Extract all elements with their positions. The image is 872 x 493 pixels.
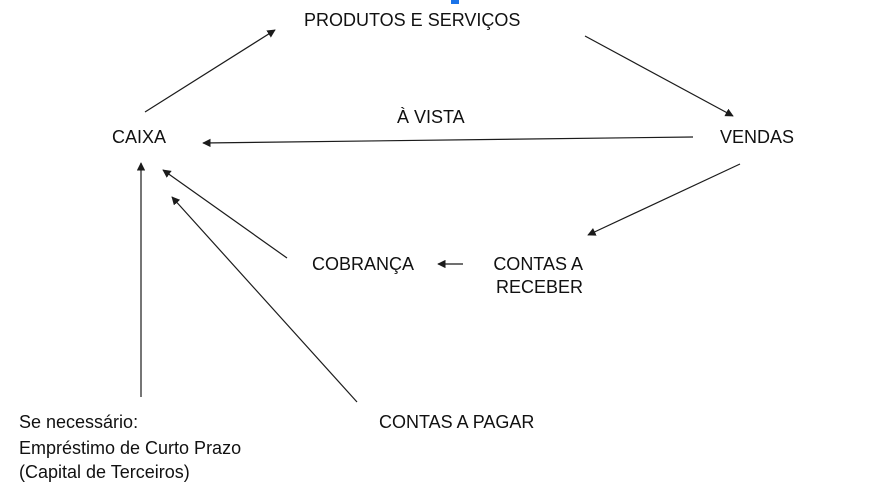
node-contas-a-receber: CONTAS A RECEBER (397, 253, 583, 299)
arrow-contas-pagar-to-caixa (172, 197, 357, 402)
node-produtos-servicos: PRODUTOS E SERVIÇOS (304, 9, 520, 32)
arrow-caixa-to-produtos (145, 30, 275, 112)
edge-label-a-vista: À VISTA (397, 106, 465, 129)
node-contas-a-pagar: CONTAS A PAGAR (379, 411, 534, 434)
arrow-vendas-to-caixa (203, 137, 693, 143)
node-vendas: VENDAS (720, 126, 794, 149)
arrow-produtos-to-vendas (585, 36, 733, 116)
node-emprestimo-line-3: (Capital de Terceiros) (19, 461, 190, 484)
arrow-cobranca-to-caixa (163, 170, 287, 258)
node-caixa: CAIXA (112, 126, 166, 149)
node-emprestimo-line-2: Empréstimo de Curto Prazo (19, 437, 241, 460)
node-emprestimo-line-1: Se necessário: (19, 411, 138, 434)
arrow-vendas-to-contas-receber (588, 164, 740, 235)
